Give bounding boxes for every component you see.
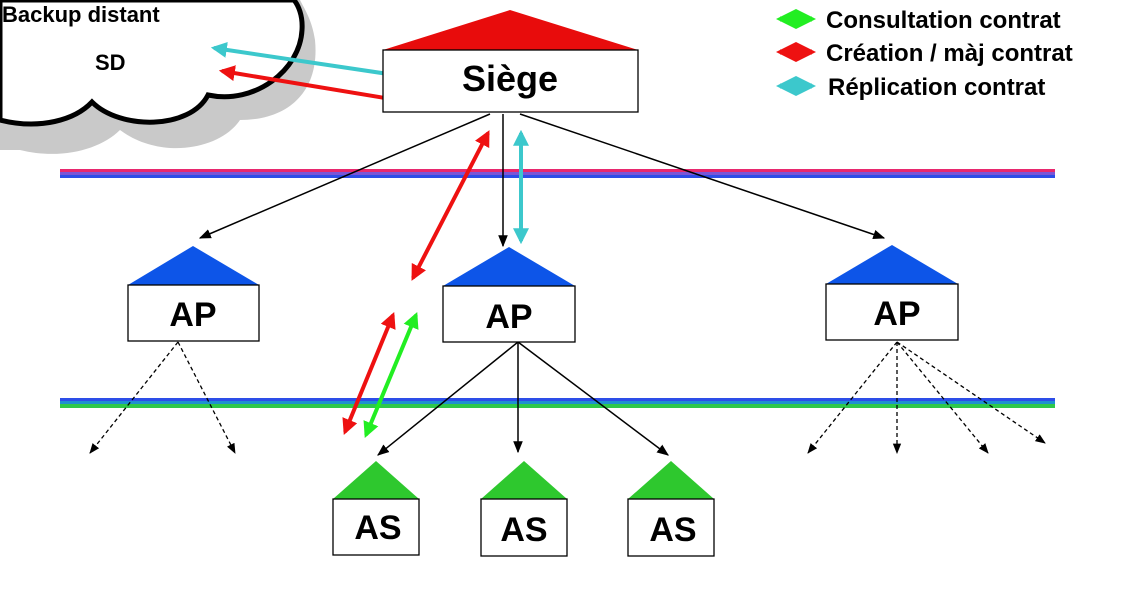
roof-as-center (481, 461, 567, 499)
cloud-title: Backup distant (2, 2, 160, 27)
label-as-center: AS (500, 511, 547, 549)
box-ap-left (127, 284, 260, 342)
box-siege (382, 49, 639, 113)
flow-arrows (210, 41, 529, 438)
tree-connectors (198, 113, 886, 456)
node-ap-center: AP (442, 247, 576, 343)
dashed-connectors (89, 341, 1046, 455)
dashed-ap-right-1 (807, 341, 898, 454)
node-ap-left: AP (127, 246, 260, 342)
legend-item-consultation: Consultation contrat (776, 7, 1061, 34)
cloud-label: SD (95, 50, 126, 75)
band-top-line-2 (60, 172, 1055, 175)
band-bottom-line-1 (60, 398, 1055, 401)
label-as-right: AS (649, 511, 696, 549)
node-as-center: AS (480, 461, 568, 557)
band-bottom-line-2 (60, 401, 1055, 404)
creation-arrow-cloud-siege (218, 65, 407, 107)
roof-ap-left (128, 246, 259, 285)
box-ap-right (825, 283, 959, 341)
label-ap-center: AP (485, 298, 532, 336)
dashed-ap-left-1 (89, 341, 179, 454)
legend-item-replication: Réplication contrat (776, 74, 1045, 101)
legend-label-creation: Création / màj contrat (826, 40, 1073, 67)
creation-arrow-siege-as (411, 130, 490, 281)
roof-as-left (333, 461, 419, 499)
roof-ap-center (443, 247, 575, 286)
label-siege: Siège (462, 58, 558, 99)
legend: Consultation contrat Création / màj cont… (776, 7, 1073, 101)
label-as-left: AS (354, 509, 401, 547)
node-siege: Siège (382, 10, 639, 113)
consultation-arrow-ap-as (363, 312, 419, 438)
node-as-left: AS (332, 461, 420, 556)
legend-item-creation: Création / màj contrat (776, 40, 1073, 67)
box-as-right (627, 498, 715, 557)
roof-as-right (628, 461, 714, 499)
dashed-ap-right-3 (896, 341, 989, 454)
band-bottom-line-3 (60, 404, 1055, 408)
node-ap-right: AP (825, 245, 959, 341)
dashed-ap-right-4 (896, 341, 1046, 444)
roof-siege (383, 10, 638, 50)
connector-siege-ap-right (519, 113, 886, 240)
legend-label-consultation: Consultation contrat (826, 7, 1061, 34)
box-as-center (480, 498, 568, 557)
roof-ap-right (826, 245, 958, 284)
band-top-line-1 (60, 169, 1055, 172)
dashed-ap-left-2 (177, 341, 236, 454)
band-top-line-3 (60, 175, 1055, 178)
box-ap-center (442, 285, 576, 343)
label-ap-left: AP (169, 296, 216, 334)
creation-arrow-ap-as (342, 312, 396, 435)
node-as-right: AS (627, 461, 715, 557)
legend-label-replication: Réplication contrat (828, 74, 1045, 101)
connector-ap-as-right (517, 341, 669, 456)
band-top (60, 169, 1055, 178)
band-bottom (60, 398, 1055, 408)
box-as-left (332, 498, 420, 556)
label-ap-right: AP (873, 295, 920, 333)
